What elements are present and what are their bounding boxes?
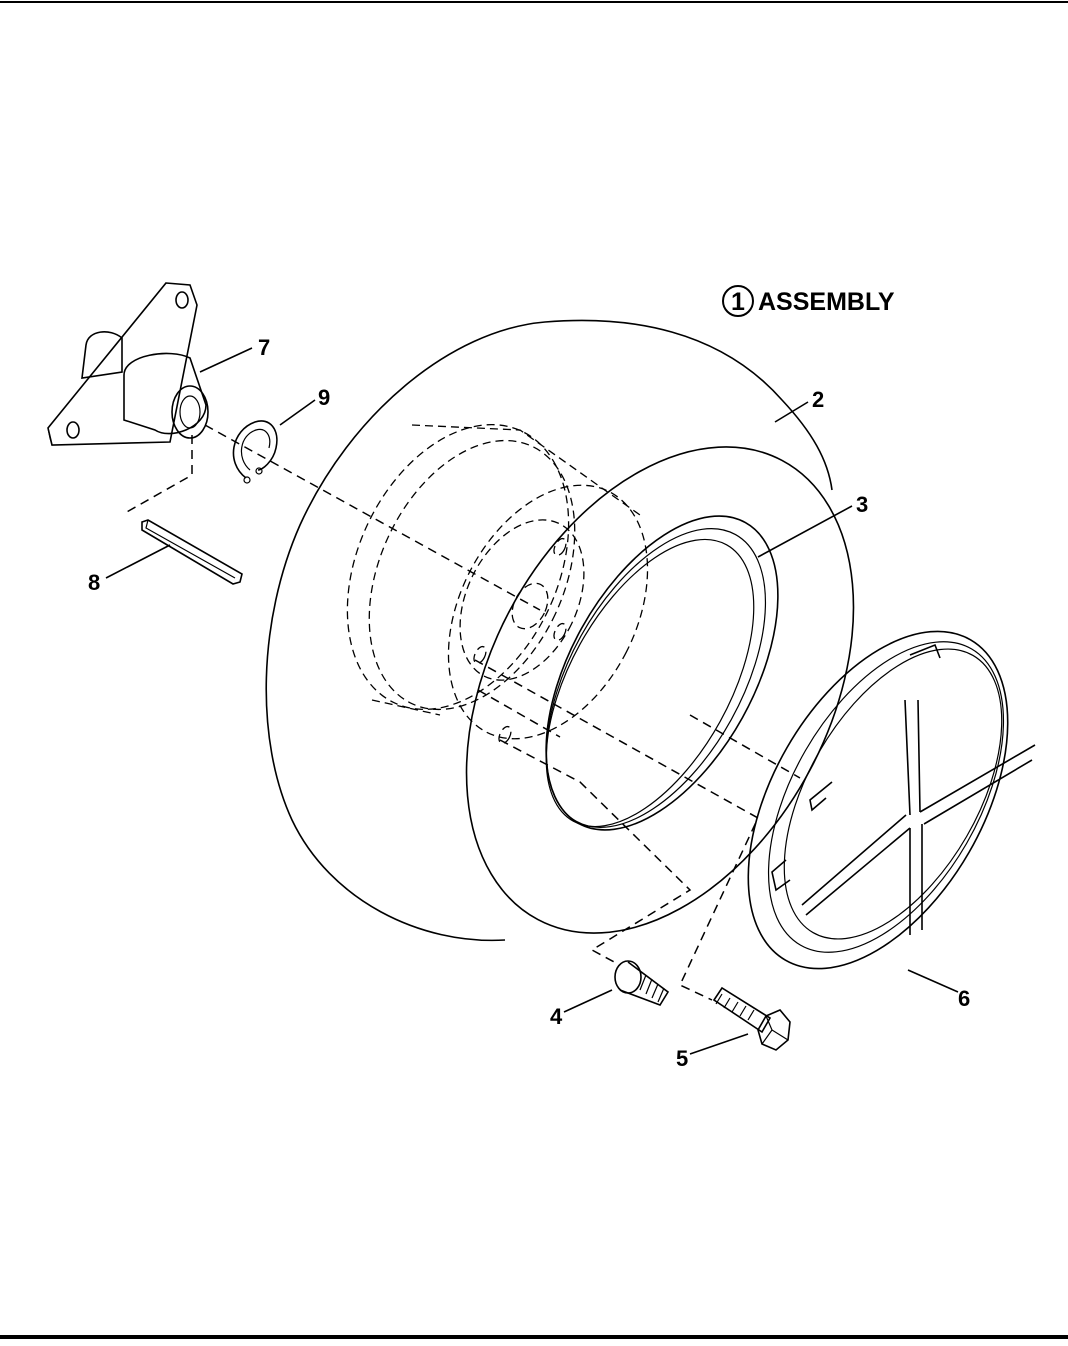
retaining-ring [233, 421, 276, 483]
key-edge [146, 520, 235, 578]
callout-4: 4 [550, 1004, 563, 1029]
callout-2: 2 [812, 387, 824, 412]
callout-5: 5 [676, 1046, 688, 1071]
path-spindle-to-hub [205, 425, 540, 610]
leader-4 [564, 990, 612, 1012]
hub-cap-clip-upper [810, 782, 832, 810]
ring-eye-left [244, 477, 250, 483]
bracket-hole-bottom [67, 422, 79, 438]
wheel-rim-outer [498, 478, 826, 868]
assembly-label: 1 ASSEMBLY [723, 286, 895, 316]
callout-8: 8 [88, 570, 100, 595]
assembly-title: ASSEMBLY [758, 288, 895, 316]
hub-cap-spoke-left [802, 815, 910, 915]
leader-9 [280, 400, 315, 425]
valve-body [620, 962, 668, 1005]
path-key-to-spindle [125, 435, 192, 513]
tire-outer-silhouette [266, 320, 832, 940]
bolt-hex-face [762, 1016, 788, 1044]
hub-cap [695, 587, 1062, 1012]
leader-2 [775, 402, 808, 422]
hub-cap-spoke-bottom [910, 824, 922, 935]
hub-connector-upper [412, 425, 640, 515]
assembly-number: 1 [731, 288, 745, 316]
path-rim-lower [478, 690, 560, 737]
bolt-shank [714, 988, 770, 1032]
hub-back-flange-inner [329, 407, 616, 742]
leader-6 [908, 970, 958, 992]
callout-6: 6 [958, 986, 970, 1011]
callout-7: 7 [258, 335, 270, 360]
leader-8 [106, 545, 170, 578]
leader-3 [758, 506, 852, 557]
bracket-plate-edge [48, 428, 52, 445]
hub-center-bore [505, 577, 555, 634]
ring-inner [241, 429, 269, 470]
bracket-hole-top [176, 292, 188, 308]
ring-outer [233, 421, 276, 478]
hub-cap-rim-outer [695, 587, 1062, 1012]
hex-bolt [714, 988, 790, 1050]
spindle-body [124, 353, 206, 433]
callout-9: 9 [318, 385, 330, 410]
spindle-end [172, 386, 208, 438]
bolt-threads [716, 994, 754, 1020]
leader-7 [200, 348, 252, 372]
valve-stem [615, 961, 668, 1005]
leader-5 [690, 1034, 748, 1054]
hub-cap-rim-inner [720, 602, 1052, 991]
valve-base [615, 961, 641, 993]
hub-bolt-hole-2 [552, 622, 569, 643]
hub-cap-clip-lower [772, 860, 790, 890]
wheel-rim-lip [501, 493, 810, 863]
hidden-wheel-hub [304, 389, 688, 772]
assembly-paths [125, 425, 800, 1000]
flange-bracket [48, 283, 208, 445]
callout-3: 3 [856, 492, 868, 517]
tire [266, 320, 932, 999]
tire-front-sidewall [388, 381, 932, 1000]
valve-threads [640, 975, 664, 1002]
ring-eye-right [256, 468, 262, 474]
hub-cap-spoke-right [920, 745, 1035, 824]
path-valve-stem [500, 740, 690, 963]
hub-cap-spoke-top [905, 700, 920, 815]
wheel-rim-inner [503, 506, 796, 860]
hub-cap-face [739, 613, 1046, 975]
spindle-rear-stub [82, 332, 122, 378]
path-bolt [475, 660, 758, 1000]
spindle-bore [180, 396, 200, 428]
